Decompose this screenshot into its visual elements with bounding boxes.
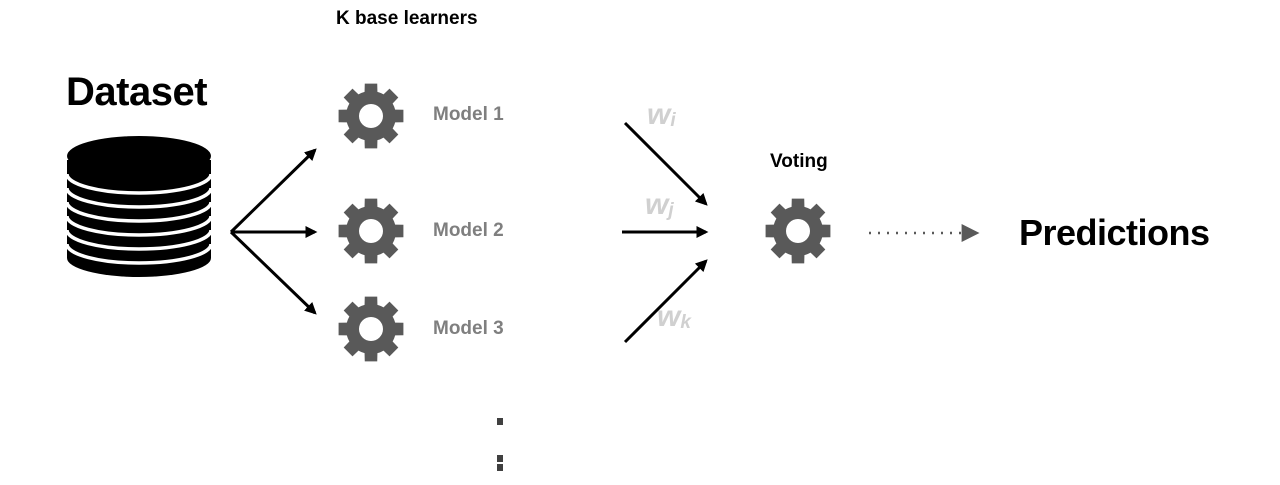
voting-gear-icon xyxy=(765,198,831,264)
model-3-gear-icon xyxy=(338,296,404,362)
model-1-gear-icon xyxy=(338,83,404,149)
arrow-to-model-3 xyxy=(229,230,317,315)
voting-label: Voting xyxy=(770,151,828,172)
arrow-to-model-1 xyxy=(229,148,317,234)
model-2-gear-icon xyxy=(338,198,404,264)
model-1-label: Model 1 xyxy=(433,104,504,125)
base-learners-header: K base learners xyxy=(336,8,478,29)
weight-i: wi xyxy=(647,98,676,131)
weight-j: wj xyxy=(645,188,674,221)
database-icon xyxy=(65,136,213,277)
split-arrows xyxy=(229,148,318,315)
model-2-label: Model 2 xyxy=(433,220,504,241)
predictions-label: Predictions xyxy=(1019,212,1210,253)
weighted-arrow-3 xyxy=(623,259,708,344)
weighted-arrows xyxy=(622,121,709,344)
weight-k: wk xyxy=(657,300,691,333)
dataset-title: Dataset xyxy=(66,70,208,114)
more-models-ellipsis xyxy=(497,418,503,471)
model-3-label: Model 3 xyxy=(433,318,504,339)
weighted-arrow-1 xyxy=(623,121,708,206)
